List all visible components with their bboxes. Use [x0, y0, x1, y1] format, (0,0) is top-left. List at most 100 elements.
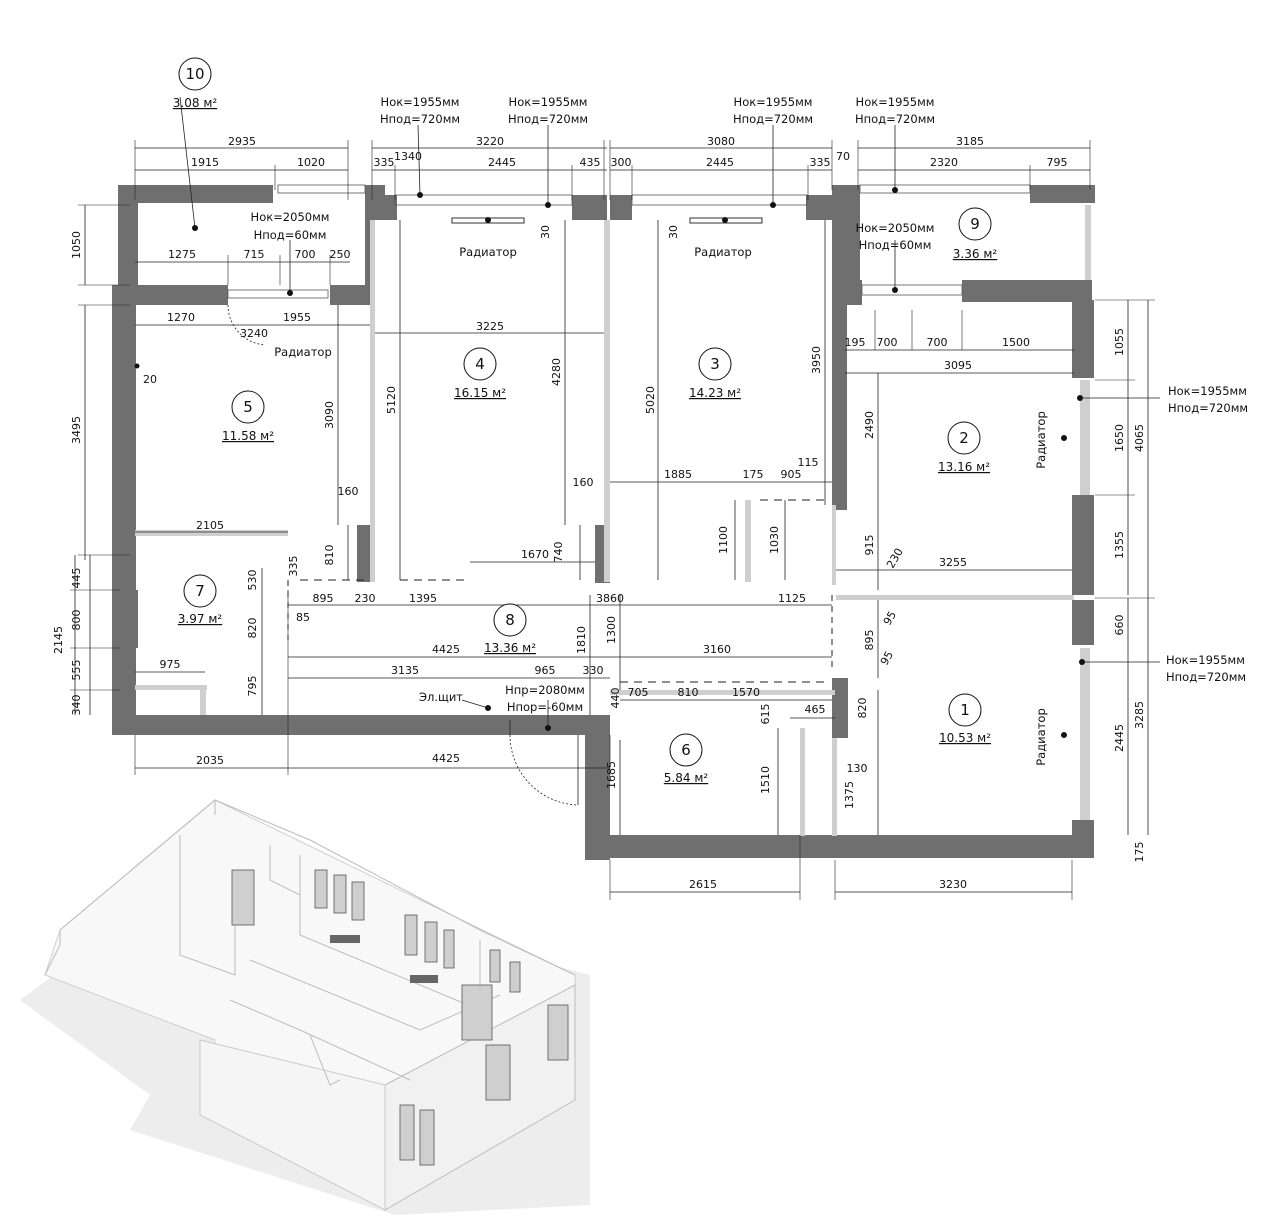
dim-text: 20: [143, 373, 157, 386]
dim-text: 700: [927, 336, 948, 349]
dim-text: 30: [667, 225, 680, 239]
dim-text: 2445: [706, 156, 734, 169]
dim-text: 2445: [1113, 724, 1126, 752]
dim-text: 1340: [394, 150, 422, 163]
dim-text: 230: [355, 592, 376, 605]
dim-text: 4065: [1133, 424, 1146, 452]
window-height-note: Нок=1955мм: [381, 95, 460, 109]
dim-text: 1100: [717, 526, 730, 554]
dim-text: 965: [535, 664, 556, 677]
annotations: Нок=1955мм Нпод=720мм Нок=1955мм Нпод=72…: [251, 95, 1249, 766]
dim-text: 895: [863, 630, 876, 651]
dim-text: 340: [70, 695, 83, 716]
dim-text: 810: [678, 686, 699, 699]
dim-text: 3255: [939, 556, 967, 569]
dim-text: 440: [609, 688, 622, 709]
dim-text: 700: [877, 336, 898, 349]
dim-text: 5120: [385, 386, 398, 414]
dim-text: 335: [374, 156, 395, 169]
dim-text: 810: [323, 545, 336, 566]
dim-text: 615: [759, 704, 772, 725]
sill-height-note: Нпод=720мм: [380, 112, 460, 126]
dim-text: 1670: [521, 548, 549, 561]
dim-text: 795: [246, 676, 259, 697]
dim-text: 1500: [1002, 336, 1030, 349]
sill-height-note: Нпод=720мм: [1166, 670, 1246, 684]
dim-text: 820: [246, 618, 259, 639]
dim-text: 3285: [1133, 701, 1146, 729]
room-area: 5.84 м²: [664, 771, 709, 785]
dim-text: 3495: [70, 416, 83, 444]
dim-text: 700: [295, 248, 316, 261]
room-area: 3.08 м²: [173, 96, 218, 110]
dimension-values: 2935 1915 1020 3220 335 1340 2445 435 30…: [52, 135, 1146, 891]
sill-height-note: Нпод=720мм: [508, 112, 588, 126]
dim-text: 3185: [956, 135, 984, 148]
room-number: 9: [970, 215, 980, 233]
dim-text: 2145: [52, 626, 65, 654]
dimension-lines: [70, 96, 1160, 900]
dim-text: 1020: [297, 156, 325, 169]
dim-text: 1395: [409, 592, 437, 605]
room-10-label: 10 3.08 м²: [173, 57, 218, 110]
dim-text: 1685: [605, 761, 618, 789]
dim-text: 175: [743, 468, 764, 481]
dim-text: 1355: [1113, 531, 1126, 559]
marker-dots: [134, 187, 1085, 738]
dim-text: 3090: [323, 401, 336, 429]
room-9-label: 9 3.36 м²: [953, 207, 998, 261]
dim-text: 4280: [550, 358, 563, 386]
room-8-label: 8 13.36 м²: [484, 603, 536, 655]
dim-text: 3240: [240, 327, 268, 340]
dim-text: 4425: [432, 752, 460, 765]
dim-text: 465: [805, 703, 826, 716]
room-area: 16.15 м²: [454, 386, 506, 400]
dim-text: 5020: [644, 386, 657, 414]
dim-text: 2935: [228, 135, 256, 148]
radiator-label: Радиатор: [1034, 411, 1048, 469]
room-4-label: 4 16.15 м²: [454, 347, 506, 400]
dim-text: 3220: [476, 135, 504, 148]
room-area: 3.36 м²: [953, 247, 998, 261]
window-height-note: Нок=2050мм: [856, 221, 935, 235]
dim-text: 740: [552, 542, 565, 563]
room-area: 3.97 м²: [178, 612, 223, 626]
room-number: 1: [960, 701, 970, 719]
sill-height-note: Нпод=720мм: [855, 112, 935, 126]
dim-text: 1810: [575, 626, 588, 654]
dim-text: 1030: [768, 526, 781, 554]
dim-text: 130: [847, 762, 868, 775]
dim-text: 2490: [863, 411, 876, 439]
dim-text: 1300: [605, 616, 618, 644]
sill-height-note: Нпод=60мм: [859, 238, 932, 252]
dim-text: 2445: [488, 156, 516, 169]
room-3-label: 3 14.23 м²: [689, 347, 741, 400]
dim-text: 915: [863, 535, 876, 556]
dim-text: 335: [287, 556, 300, 577]
dim-text: 905: [781, 468, 802, 481]
room-number: 4: [475, 355, 485, 373]
dim-text: 195: [845, 336, 866, 349]
threshold-height-note: Нпор=-60мм: [507, 700, 583, 714]
dim-text: 3095: [944, 359, 972, 372]
dim-text: 1275: [168, 248, 196, 261]
window-height-note: Нок=2050мм: [251, 210, 330, 224]
dim-text: 3860: [596, 592, 624, 605]
dim-text: 555: [70, 660, 83, 681]
room-number: 3: [710, 355, 720, 373]
room-number: 2: [959, 429, 969, 447]
window-height-note: Нок=1955мм: [734, 95, 813, 109]
dim-text: 435: [580, 156, 601, 169]
dim-text: 530: [246, 570, 259, 591]
room-area: 13.36 м²: [484, 641, 536, 655]
dim-text: 95: [881, 609, 899, 628]
dim-text: 85: [296, 611, 310, 624]
window-height-note: Нок=1955мм: [1166, 653, 1245, 667]
dim-text: 1570: [732, 686, 760, 699]
dim-text: 800: [70, 610, 83, 631]
window-height-note: Нок=1955мм: [1168, 384, 1247, 398]
dim-text: 2105: [196, 519, 224, 532]
dim-text: 2615: [689, 878, 717, 891]
dim-text: 975: [160, 658, 181, 671]
